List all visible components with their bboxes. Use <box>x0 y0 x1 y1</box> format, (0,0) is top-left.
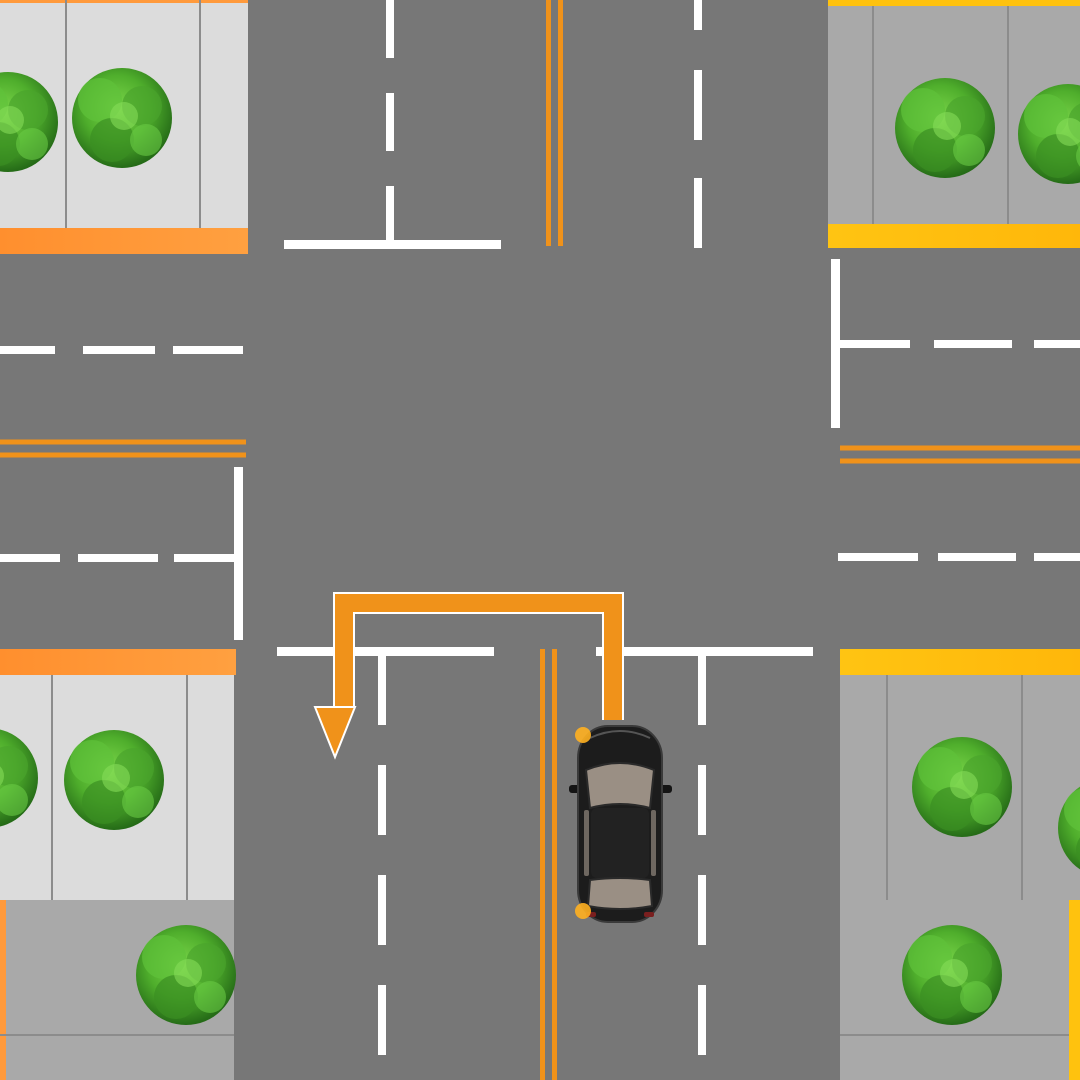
stop-line-west <box>234 467 243 640</box>
sidewalk-bottom-left <box>0 649 236 1080</box>
tree-icon <box>902 925 1002 1025</box>
tree-icon <box>895 78 995 178</box>
curb-bottom-left <box>0 649 236 675</box>
indicator-front-left <box>575 727 591 743</box>
tree-icon <box>136 925 236 1025</box>
tree-icon <box>912 737 1012 837</box>
curb-bottom-right <box>840 649 1080 675</box>
indicator-rear-left <box>575 903 591 919</box>
east-road-markings <box>831 259 1080 561</box>
stop-line-east <box>831 259 840 428</box>
curb-top-left <box>0 228 248 254</box>
sidewalk-bottom-right <box>840 649 1080 1080</box>
sidewalk-top-left <box>0 0 248 254</box>
stop-line-south-right <box>596 647 813 656</box>
stop-line-north <box>284 240 501 249</box>
north-road-markings <box>284 0 702 250</box>
tree-icon <box>64 730 164 830</box>
u-turn-arrow-icon <box>313 592 624 760</box>
car-icon <box>569 725 672 923</box>
west-road-markings <box>0 346 246 640</box>
south-road-markings <box>277 647 813 1080</box>
tree-icon <box>72 68 172 168</box>
sidewalk-top-right <box>828 0 1080 248</box>
curb-top-right <box>828 224 1080 248</box>
stop-line-south-left <box>277 647 494 656</box>
